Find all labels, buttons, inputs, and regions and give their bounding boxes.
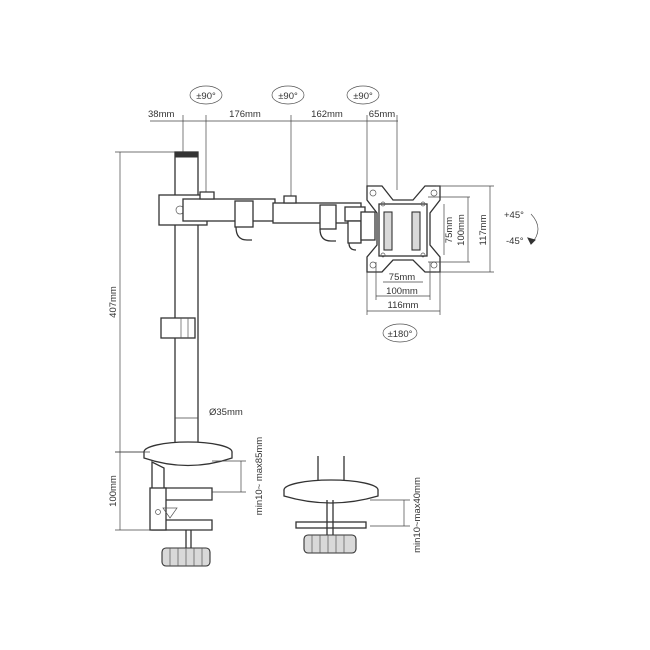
dim-407mm: 407mm xyxy=(108,286,119,318)
articulating-arm xyxy=(158,191,376,251)
rotation-icon-180: ±180° xyxy=(382,323,418,343)
vesa-plate xyxy=(366,185,441,273)
tilt-plus-label: +45° xyxy=(504,210,524,221)
dim-vesa-100-vertical: 100mm xyxy=(456,214,467,246)
dim-pole-diameter: Ø35mm xyxy=(209,407,243,418)
dim-clamp-100mm: 100mm xyxy=(108,475,119,507)
rotation-label-180: ±180° xyxy=(388,329,413,340)
rotation-icon-arm2: ±90° xyxy=(271,85,305,105)
rotation-label-arm1: ±90° xyxy=(196,91,216,102)
dim-vesa-116: 116mm xyxy=(388,300,419,311)
dim-65mm: 65mm xyxy=(369,109,395,120)
dim-176mm: 176mm xyxy=(229,109,261,120)
vesa-horizontal-dimensions: 75mm 100mm 116mm xyxy=(366,262,441,315)
rotation-label-arm3: ±90° xyxy=(353,91,373,102)
dim-vesa-100-horizontal: 100mm xyxy=(386,286,418,297)
vesa-vertical-dimensions: 75mm 100mm 117mm xyxy=(428,185,494,273)
dim-vesa-117: 117mm xyxy=(478,214,489,245)
dim-162mm: 162mm xyxy=(311,109,343,120)
arm-length-dimensions: 38mm 176mm 162mm 65mm xyxy=(148,109,398,200)
rotation-label-arm2: ±90° xyxy=(278,91,298,102)
dim-vesa-75-horizontal: 75mm xyxy=(389,272,415,283)
dim-vesa-75-vertical: 75mm xyxy=(444,217,455,243)
grommet-mount: min10~max40mm xyxy=(283,456,423,554)
dim-38mm: 38mm xyxy=(148,109,174,120)
desk-clamp: 100mm min10~ max85mm xyxy=(108,437,265,567)
rotation-icon-arm3: ±90° xyxy=(346,85,380,105)
dim-grommet-range: min10~max40mm xyxy=(412,477,423,553)
rotation-icon-arm1: ±90° xyxy=(189,85,223,105)
dim-clamp-range: min10~ max85mm xyxy=(254,437,265,515)
tilt-minus-label: -45° xyxy=(506,236,524,247)
tilt-indicator: +45° -45° xyxy=(504,210,539,247)
